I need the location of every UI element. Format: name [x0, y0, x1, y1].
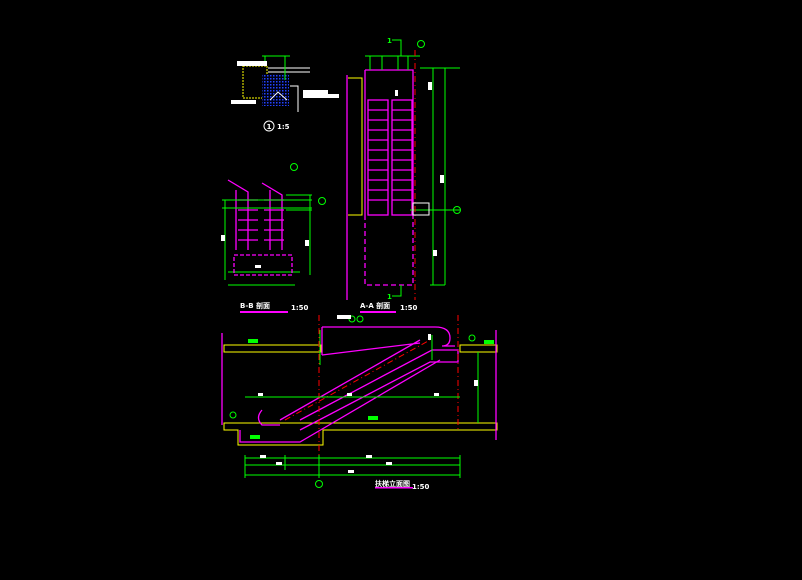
detail-marker-circle: [263, 120, 275, 132]
escalator-elevation: 扶梯立面图 1:50: [221, 315, 498, 491]
detail-1: 1 1:5: [231, 55, 339, 132]
section-left-title: B-B 剖面: [240, 301, 270, 310]
section-right: 1 1: [346, 37, 461, 301]
section-mark-top: 1: [387, 37, 392, 45]
escalator-steps: [367, 99, 413, 216]
section-left-scale: 1:50: [291, 304, 309, 312]
detail-marker: 1: [267, 123, 272, 131]
section-mark-bottom: 1: [387, 293, 392, 301]
section-right-scale: 1:50: [400, 304, 418, 312]
elevation-title: 扶梯立面图: [375, 479, 410, 488]
section-right-title: A-A 剖面: [360, 301, 390, 310]
section-left: [221, 163, 326, 286]
detail-scale: 1:5: [277, 123, 290, 131]
elevation-scale: 1:50: [412, 483, 430, 491]
